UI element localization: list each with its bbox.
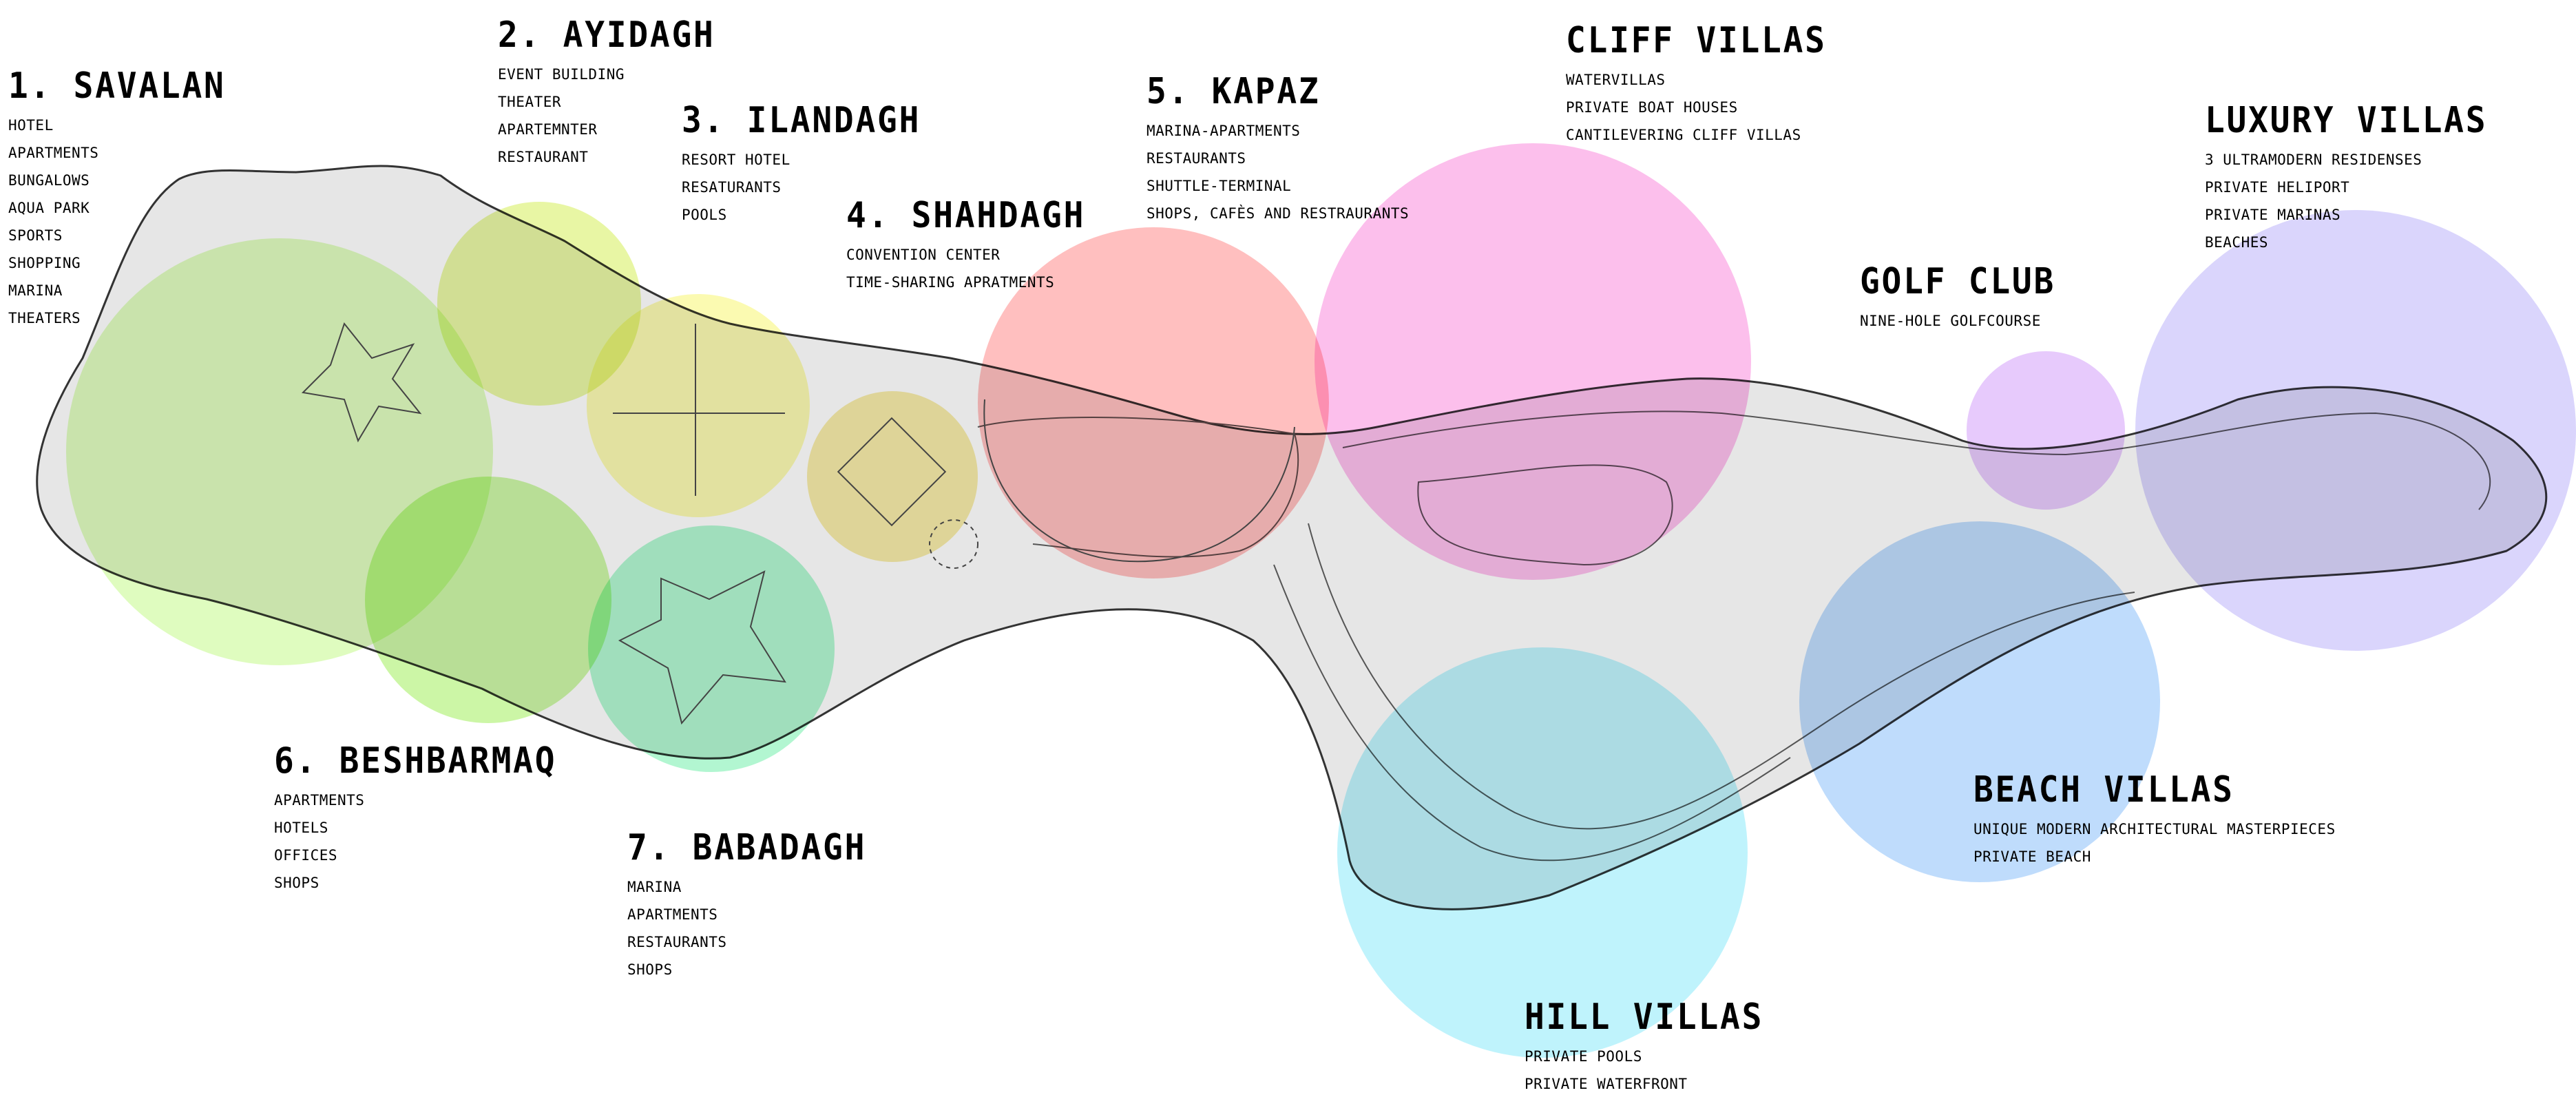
zone-title: 3. Ilandagh — [682, 100, 921, 141]
amenity-item: Sports — [8, 227, 63, 244]
zone-label-ilandagh: 3. Ilandagh Resort HotelResaturantsPools — [682, 101, 941, 229]
amenity-item: Restaurants — [627, 934, 727, 950]
cliff-villas-zone[interactable] — [1315, 143, 1751, 580]
zone-title: 2. Ayidagh — [498, 14, 715, 56]
zone-title: 6. Beshbarmaq — [274, 740, 557, 782]
zone-label-ayidagh: 2. Ayidagh Event BuildingTheaterApartemn… — [498, 15, 734, 171]
zone-label-savalan: 1. Savalan HotelApartmentsBungalowsAqua … — [8, 66, 244, 332]
zone-amenity-list: ApartmentsHotelsOfficesShops — [274, 786, 581, 897]
amenity-item: Beaches — [2205, 234, 2269, 251]
amenity-item: Marina — [8, 282, 63, 299]
zone-amenity-list: Marina-ApartmentsRestaurantsShuttle-Term… — [1146, 117, 1409, 227]
amenity-item: Resort Hotel — [682, 152, 790, 168]
amenity-item: Shuttle-Terminal — [1146, 178, 1292, 194]
amenity-item: Shopping — [8, 255, 81, 271]
babadagh-zone[interactable] — [588, 525, 835, 772]
amenity-item: Private Waterfront — [1525, 1076, 1688, 1092]
shahdagh-grid — [837, 417, 947, 527]
golf-club-zone[interactable] — [1967, 351, 2125, 510]
zone-amenity-list: Resort HotelResaturantsPools — [682, 146, 941, 229]
hill-villas-zone[interactable] — [1337, 647, 1748, 1058]
amenity-item: Shops — [274, 875, 320, 891]
amenity-item: Private Pools — [1525, 1048, 1642, 1065]
zone-amenity-list: Unique Modern Architectural Masterpieces… — [1973, 815, 2336, 870]
zone-amenity-list: 3 Ultramodern ResidensesPrivate Heliport… — [2205, 146, 2512, 256]
zone-title: 5. Kapaz — [1146, 71, 1321, 112]
zone-amenity-list: Nine-Hole Golfcourse — [1860, 307, 2073, 335]
amenity-item: Apartments — [274, 792, 365, 809]
zone-title: Luxury Villas — [2205, 100, 2488, 141]
amenity-item: Apartments — [627, 906, 718, 923]
amenity-item: Private Heliport — [2205, 179, 2350, 196]
zone-title: Hill Villas — [1525, 997, 1764, 1038]
kapaz-marina-arc — [983, 399, 1295, 563]
zone-amenity-list: MarinaApartmentsRestaurantsShops — [627, 873, 887, 983]
amenity-item: Marina — [627, 879, 682, 895]
kapaz-zone[interactable] — [978, 227, 1329, 578]
luxury-villas-zone[interactable] — [2135, 210, 2576, 651]
amenity-item: Apartments — [8, 145, 99, 161]
shahdagh-zone[interactable] — [807, 391, 978, 562]
zone-label-beshbarmaq: 6. Beshbarmaq ApartmentsHotelsOfficesSho… — [274, 741, 581, 897]
zone-amenity-list: WatervillasPrivate Boat HousesCantilever… — [1566, 66, 1850, 149]
amenity-item: Resaturants — [682, 179, 782, 196]
shahdagh-dotted-ring — [929, 519, 978, 569]
amenity-item: Theater — [498, 94, 562, 110]
amenity-item: Shops, Cafès and Restraurants — [1146, 205, 1410, 222]
amenity-item: Nine-Hole Golfcourse — [1860, 313, 2041, 329]
zone-label-kapaz: 5. Kapaz Marina-ApartmentsRestaurantsShu… — [1146, 72, 1409, 227]
amenity-item: Restaurant — [498, 149, 589, 165]
zone-title: 1. Savalan — [8, 65, 226, 107]
zone-label-cliff-villas: Cliff Villas WatervillasPrivate Boat Hou… — [1566, 21, 1850, 149]
amenity-item: Aqua Park — [8, 200, 90, 216]
savalan-star-plaza — [301, 322, 422, 443]
amenity-item: Theaters — [8, 310, 81, 326]
zone-label-golf-club: Golf Club Nine-Hole Golfcourse — [1860, 262, 2073, 335]
zone-title: Beach Villas — [1973, 769, 2234, 811]
amenity-item: Unique Modern Architectural Masterpieces — [1973, 821, 2336, 837]
beach-villas-zone[interactable] — [1799, 521, 2160, 882]
amenity-item: 3 Ultramodern Residenses — [2205, 152, 2422, 168]
amenity-item: Cantilevering Cliff Villas — [1566, 127, 1801, 143]
zone-circles — [66, 143, 2576, 1058]
amenity-item: Hotel — [8, 117, 54, 134]
zone-label-shahdagh: 4. Shahdagh Convention CenterTime-Sharin… — [846, 196, 1106, 296]
zone-title: 7. Babadagh — [627, 827, 867, 868]
amenity-item: Restaurants — [1146, 150, 1246, 167]
zone-amenity-list: Private PoolsPrivate Waterfront — [1525, 1043, 1784, 1095]
amenity-item: Shops — [627, 961, 673, 978]
zone-amenity-list: HotelApartmentsBungalowsAqua ParkSportsS… — [8, 112, 244, 332]
amenity-item: Offices — [274, 847, 338, 864]
amenity-item: Bungalows — [8, 172, 90, 189]
beshbarmaq-zone[interactable] — [365, 477, 611, 723]
zone-label-beach-villas: Beach Villas Unique Modern Architectural… — [1973, 770, 2336, 870]
zone-label-babadagh: 7. Babadagh MarinaApartmentsRestaurantsS… — [627, 828, 887, 983]
babadagh-star-marina — [618, 570, 786, 725]
zone-title: Cliff Villas — [1566, 20, 1827, 61]
amenity-item: Convention Center — [846, 247, 1001, 263]
zone-label-hill-villas: Hill Villas Private PoolsPrivate Waterfr… — [1525, 997, 1784, 1095]
amenity-item: Event Building — [498, 66, 625, 83]
amenity-item: Private Marinas — [2205, 207, 2341, 223]
amenity-item: Hotels — [274, 820, 328, 836]
amenity-item: Private Boat Houses — [1566, 99, 1738, 116]
zone-amenity-list: Convention CenterTime-Sharing Apratments — [846, 241, 1106, 296]
ilandagh-cross — [613, 324, 785, 496]
site-features — [301, 322, 1295, 725]
amenity-item: Private Beach — [1973, 848, 2091, 865]
zone-label-luxury-villas: Luxury Villas 3 Ultramodern ResidensesPr… — [2205, 101, 2512, 256]
amenity-item: Marina-Apartments — [1146, 123, 1301, 139]
ayidagh-zone[interactable] — [437, 202, 641, 406]
amenity-item: Apartemnter — [498, 121, 598, 138]
amenity-item: Watervillas — [1566, 72, 1666, 88]
amenity-item: Time-Sharing Apratments — [846, 274, 1055, 291]
ilandagh-zone[interactable] — [587, 294, 810, 517]
zone-amenity-list: Event BuildingTheaterApartemnterRestaura… — [498, 61, 734, 171]
zone-title: Golf Club — [1860, 261, 2056, 302]
amenity-item: Pools — [682, 207, 727, 223]
zone-title: 4. Shahdagh — [846, 195, 1086, 236]
